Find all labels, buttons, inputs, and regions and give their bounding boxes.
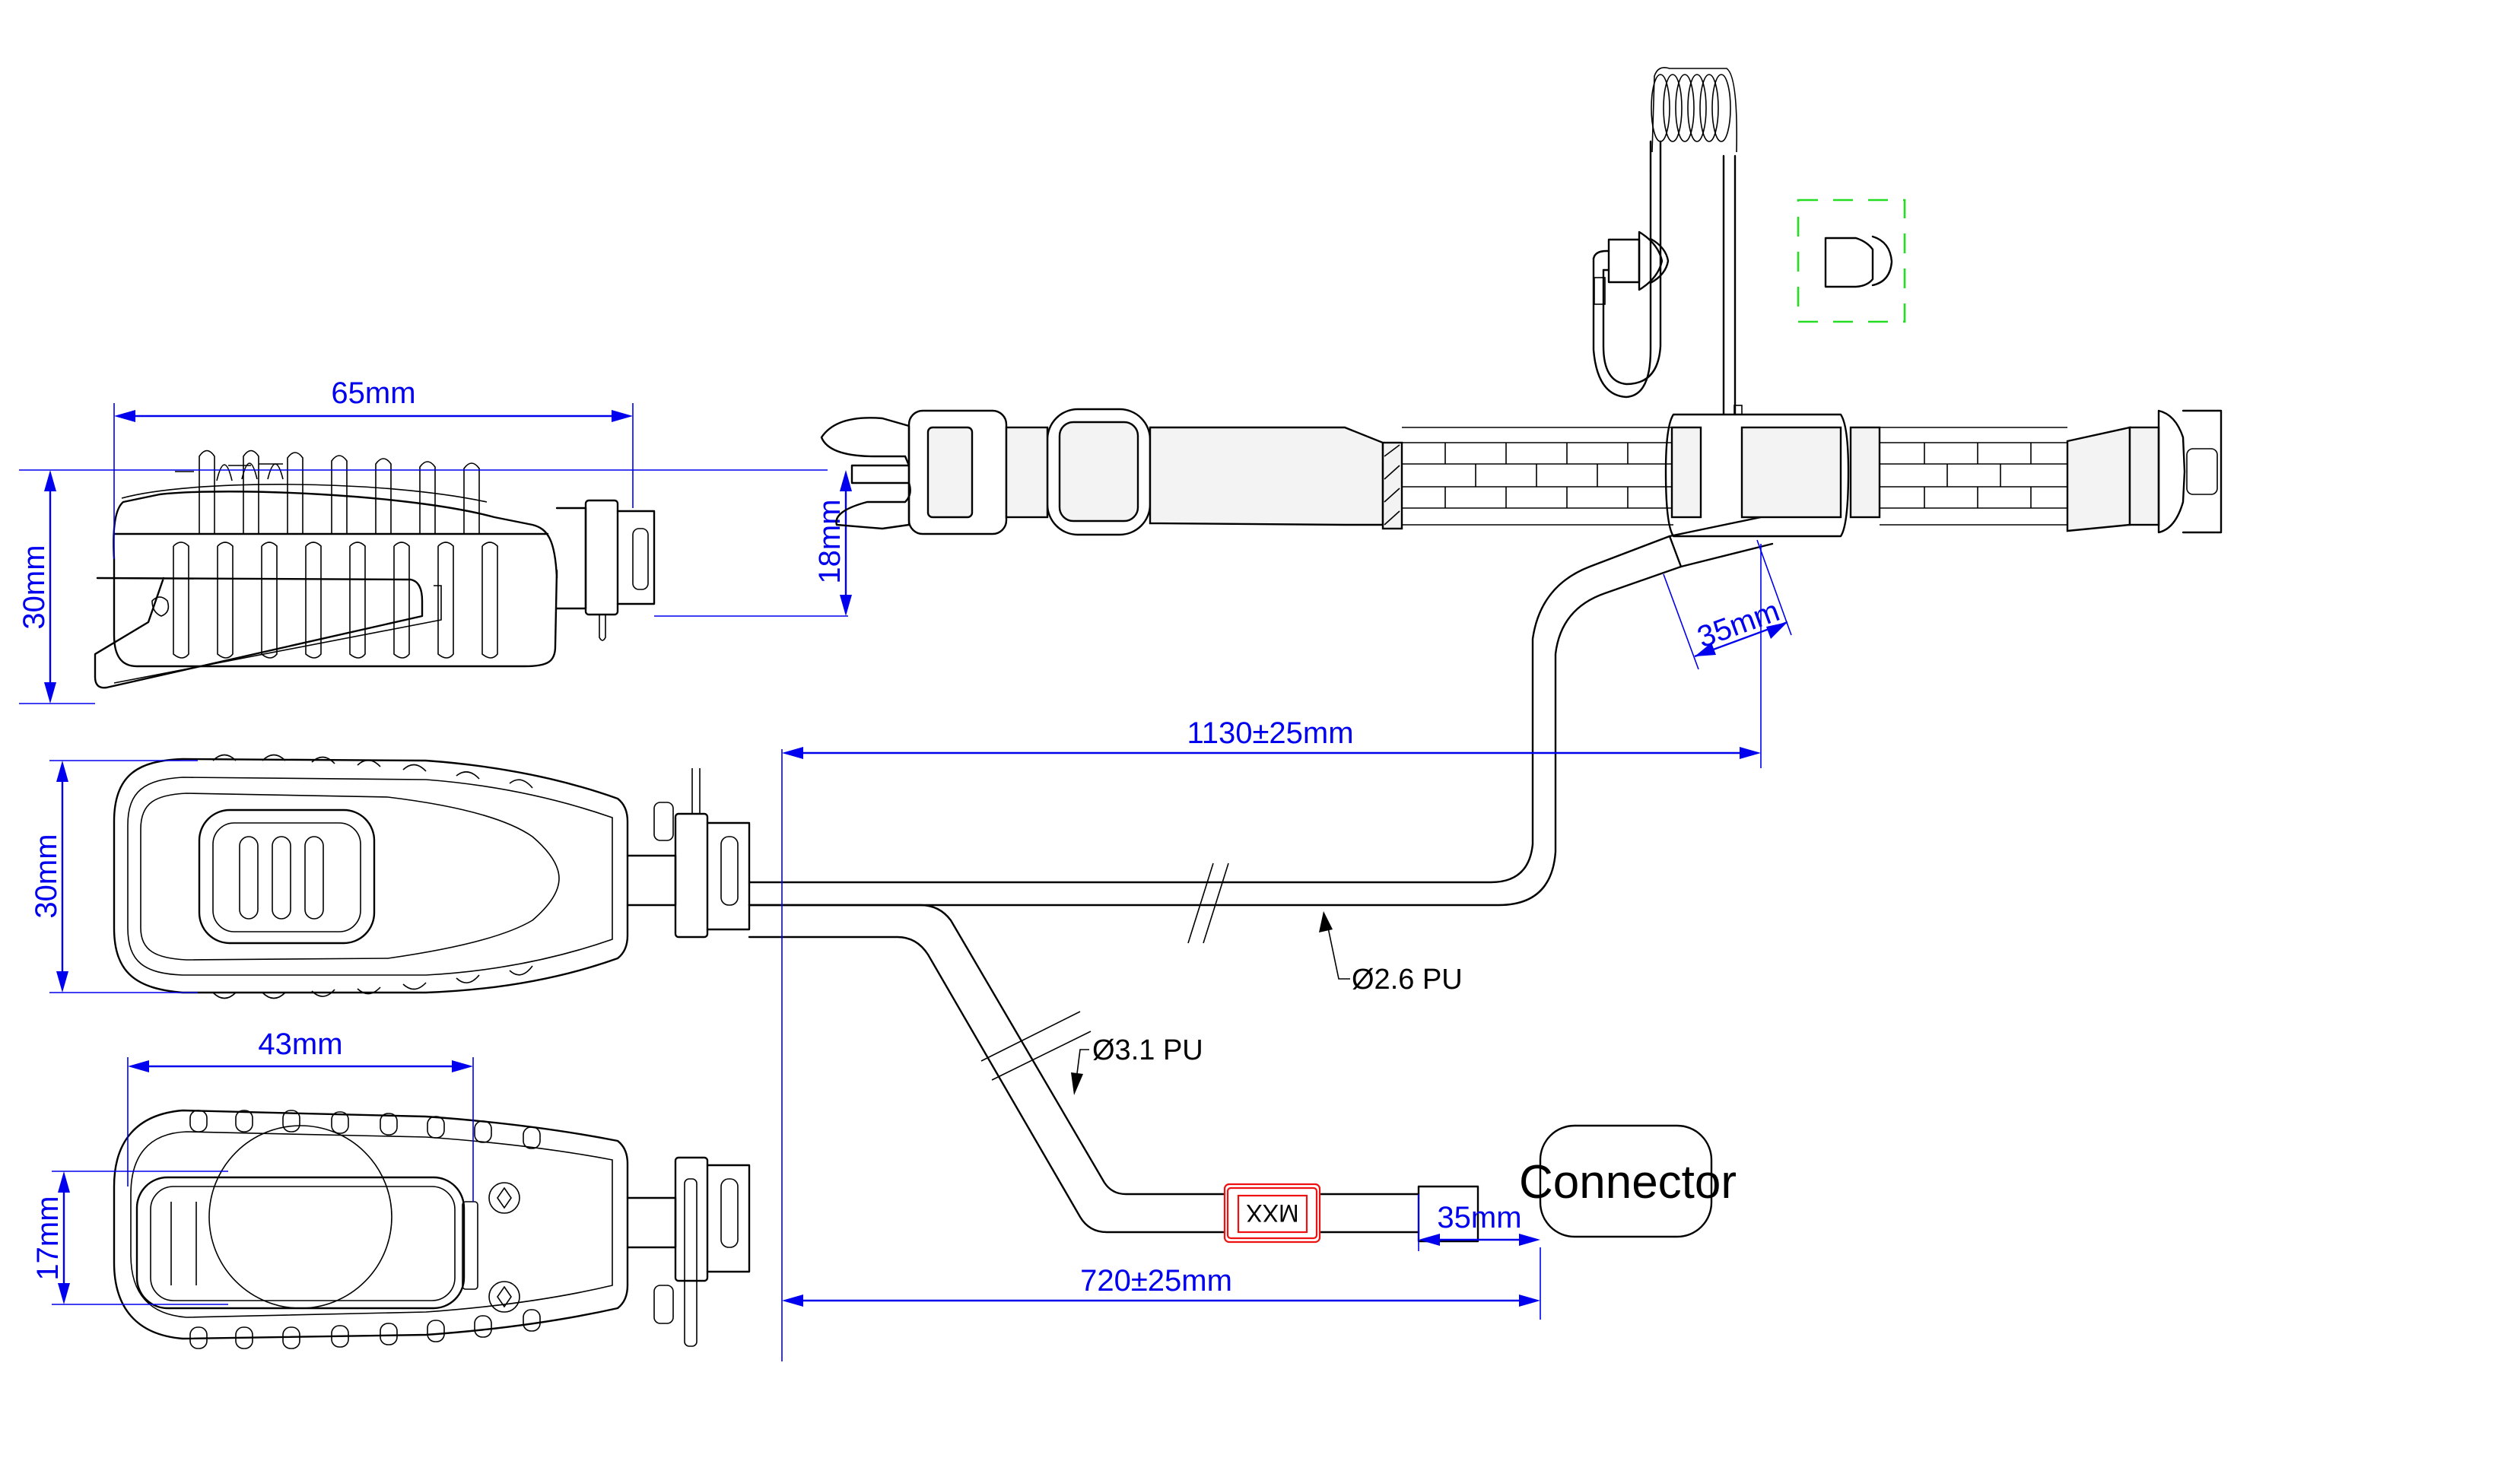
side-buttons [216, 462, 284, 481]
break-mark-lower [980, 1011, 1092, 1081]
grille-slot [239, 836, 259, 920]
dim-17mm: 17mm [31, 1171, 228, 1305]
strap [820, 408, 2223, 538]
dim-label-65mm: 65mm [331, 376, 415, 410]
upper-cable-top [748, 535, 1671, 884]
upper-cable-bottom [748, 565, 1683, 907]
center-clip [1664, 413, 1850, 538]
dim-35mm-strap: 35mm [1663, 539, 1792, 670]
marker-text: MXX [1246, 1199, 1298, 1227]
dim-35mm-connector: 35mm [1418, 1194, 1540, 1251]
dim-label-43mm: 43mm [258, 1028, 342, 1061]
center-pad [1740, 426, 1842, 519]
dim-label-35mm-connector: 35mm [1437, 1201, 1521, 1234]
back-clip [135, 1176, 466, 1310]
back-plug [626, 1156, 751, 1347]
eartip-flange-1 [1638, 230, 1664, 291]
back-grip-nubs [189, 1110, 541, 1349]
dim-1130mm: 1130±25mm [781, 544, 1762, 1361]
strap-brick-left [1402, 427, 1673, 526]
cables [748, 516, 1774, 1243]
buckle-female [2157, 409, 2223, 534]
ptt-side-view: 65mm 30mm 18mm [17, 376, 852, 704]
side-plug [555, 499, 656, 641]
side-belt-clip [94, 577, 442, 689]
dim-43mm: 43mm [127, 1028, 474, 1202]
leader-2-6: Ø2.6 PU [1319, 911, 1463, 996]
lower-cable-label: Ø3.1 PU [1092, 1034, 1203, 1066]
acoustic-tube [1592, 66, 1743, 416]
eartip-stem [1607, 238, 1641, 284]
front-plug [626, 768, 751, 939]
leader-3-1: Ø3.1 PU [1071, 1034, 1203, 1095]
strap-sleeve [1668, 516, 1774, 568]
dim-label-35mm-strap: 35mm [1693, 594, 1784, 654]
dim-30mm-front: 30mm [30, 760, 198, 993]
connector-label: Connector [1519, 1156, 1737, 1209]
cable-marker: MXX [1223, 1183, 1321, 1244]
grille-slot [304, 836, 324, 920]
coil-spring [1651, 74, 1731, 142]
eartip-detail-box [1797, 199, 1906, 323]
dim-720mm: 720±25mm [782, 1247, 1541, 1320]
ptt-front-view: 30mm [30, 754, 751, 999]
break-mark-upper [1187, 862, 1229, 944]
dim-label-1130mm: 1130±25mm [1187, 716, 1353, 750]
grille-slot [272, 836, 291, 920]
eartip-flange-2 [1649, 237, 1670, 284]
dim-label-720mm: 720±25mm [1080, 1264, 1232, 1298]
dim-30mm-side: 30mm [17, 469, 828, 704]
lower-cable-top [748, 904, 1226, 1196]
ptt-button [198, 808, 376, 945]
dim-65mm: 65mm [113, 376, 634, 559]
ptt-back-view: 43mm 17mm [31, 1028, 751, 1349]
side-ribs [173, 450, 498, 659]
dim-label-30mm-front: 30mm [30, 834, 63, 918]
upper-cable-label: Ø2.6 PU [1352, 964, 1463, 996]
dim-label-30mm-side: 30mm [17, 545, 51, 629]
lower-cable-bottom [748, 936, 1226, 1234]
connector: Connector [1519, 1124, 1737, 1238]
dim-18mm: 18mm [654, 470, 852, 617]
strap-brick-right [1880, 427, 2067, 526]
dim-label-17mm: 17mm [31, 1196, 65, 1280]
